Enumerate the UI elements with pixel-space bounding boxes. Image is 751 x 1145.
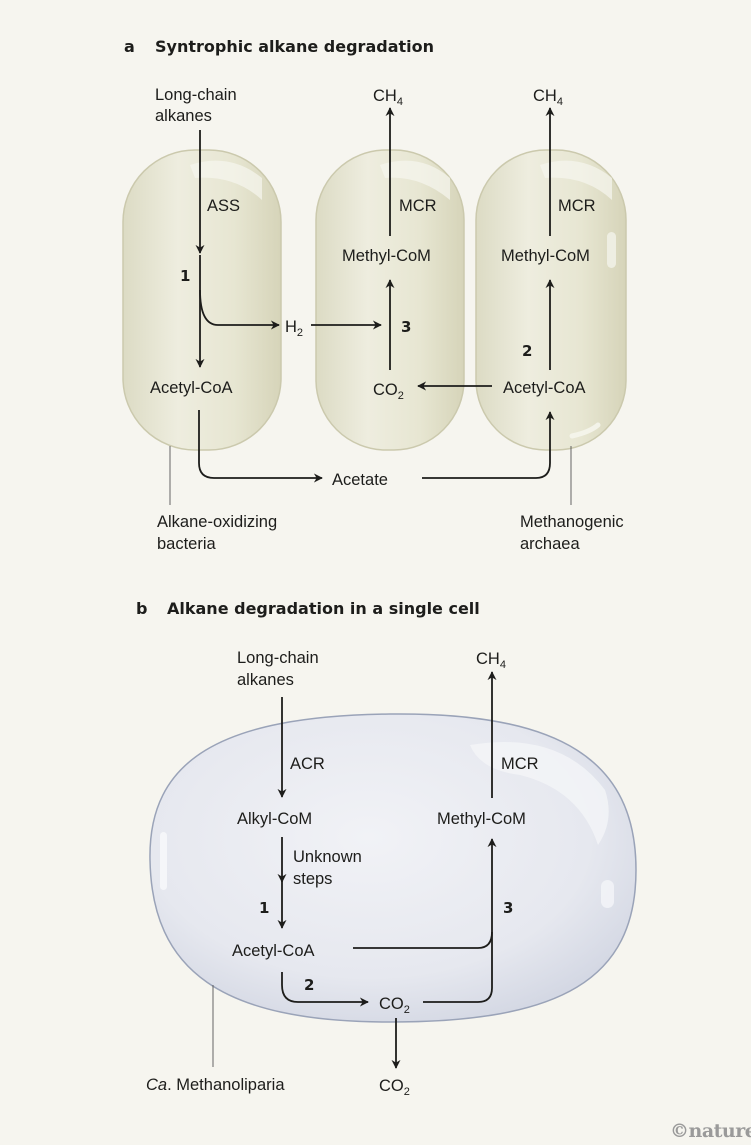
- ch4-label: CH4: [476, 650, 506, 671]
- archaea-label-line2: archaea: [520, 535, 580, 553]
- panel-b-title: Alkane degradation in a single cell: [167, 599, 480, 618]
- co2-label: CO2: [373, 381, 404, 402]
- acetyl-coa-label: Acetyl-CoA: [232, 942, 315, 960]
- panel-b-letter: b: [136, 599, 147, 618]
- cell-highlight: [569, 422, 601, 439]
- panel-a-title: Syntrophic alkane degradation: [155, 37, 434, 56]
- methanoliparia-cell: [149, 713, 637, 1023]
- panel-a: a Syntrophic alkane degradation Long-cha…: [122, 37, 627, 553]
- arrow-co2-to-methyl-com: [423, 838, 497, 1003]
- acetyl-coa-right-label: Acetyl-CoA: [503, 379, 586, 397]
- methyl-com-right-label: Methyl-CoM: [501, 247, 590, 265]
- archaea-label-line1: Methanogenic: [520, 513, 624, 531]
- ch4-middle-label: CH4: [373, 87, 403, 108]
- co2-out-label: CO2: [379, 1077, 410, 1098]
- input-alkanes-line2: alkanes: [237, 671, 294, 689]
- cell-highlight: [601, 880, 614, 908]
- organism-label: Ca. Methanoliparia: [146, 1076, 285, 1094]
- acetyl-coa-left-label: Acetyl-CoA: [150, 379, 233, 397]
- input-alkanes-line1: Long-chain: [155, 86, 237, 104]
- archaea-cell-right: [475, 149, 627, 451]
- cell-highlight: [540, 160, 612, 200]
- input-alkanes-line2: alkanes: [155, 107, 212, 125]
- methyl-com-middle-label: Methyl-CoM: [342, 247, 431, 265]
- step-1-label: 1: [259, 899, 269, 917]
- cell-highlight: [607, 232, 616, 268]
- bacteria-cell: [122, 149, 282, 451]
- mcr-label: MCR: [501, 755, 539, 773]
- methyl-com-label: Methyl-CoM: [437, 810, 526, 828]
- arrow-to-h2: [199, 289, 280, 330]
- enzyme-acr-label: ACR: [290, 755, 325, 773]
- mcr-right-label: MCR: [558, 197, 596, 215]
- step-2-label: 2: [522, 342, 532, 360]
- cell-highlight: [160, 832, 167, 890]
- bacteria-label-line1: Alkane-oxidizing: [157, 513, 277, 531]
- cell-highlight: [380, 160, 450, 200]
- cell-highlight: [190, 160, 262, 200]
- h2-label: H2: [285, 318, 303, 339]
- arrow-acetyl-coa-to-co2: [281, 972, 369, 1007]
- alkyl-com-label: Alkyl-CoM: [237, 810, 312, 828]
- nature-credit-logo: ©nature: [670, 1120, 751, 1142]
- ch4-right-label: CH4: [533, 87, 563, 108]
- acetate-label: Acetate: [332, 471, 388, 489]
- unknown-steps-line2: steps: [293, 870, 332, 888]
- step-1-label: 1: [180, 267, 190, 285]
- panel-b: b Alkane degradation in a single cell Lo…: [136, 599, 637, 1098]
- bacteria-label-line2: bacteria: [157, 535, 217, 553]
- step-3-label: 3: [401, 318, 411, 336]
- co2-inner-label: CO2: [379, 995, 410, 1016]
- cell-highlight: [470, 742, 609, 845]
- mcr-middle-label: MCR: [399, 197, 437, 215]
- step-3-label: 3: [503, 899, 513, 917]
- input-alkanes-line1: Long-chain: [237, 649, 319, 667]
- arrow-acetate-to-acetyl-coa-right: [422, 411, 555, 479]
- step-2-label: 2: [304, 976, 314, 994]
- unknown-steps-line1: Unknown: [293, 848, 362, 866]
- enzyme-ass-label: ASS: [207, 197, 240, 215]
- arrow-acetyl-coa-to-acetate: [198, 410, 323, 483]
- panel-a-letter: a: [124, 37, 135, 56]
